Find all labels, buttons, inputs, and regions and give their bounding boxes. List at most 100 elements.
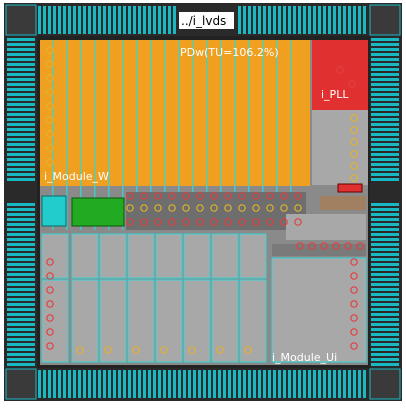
pin-marker	[140, 204, 148, 212]
cell-block-upper	[155, 233, 183, 279]
pin-marker	[216, 346, 224, 354]
pin-marker	[154, 218, 162, 226]
cell-block-lower	[211, 279, 239, 363]
pad-bottom	[158, 370, 161, 398]
pad-right	[371, 348, 399, 351]
pad-left	[7, 328, 35, 331]
pad-right	[371, 288, 399, 291]
cell-block-lower	[155, 279, 183, 363]
pad-left	[7, 218, 35, 221]
pad-left	[7, 158, 35, 161]
pin-marker	[344, 242, 352, 250]
pin-marker	[154, 204, 162, 212]
pad-left	[7, 163, 35, 166]
pad-right	[371, 53, 399, 56]
pad-left	[7, 283, 35, 286]
pad-top	[313, 6, 316, 34]
pad-left	[7, 38, 35, 41]
pin-marker	[350, 114, 358, 122]
pin-marker	[46, 130, 54, 138]
pin-marker	[126, 204, 134, 212]
pin-marker	[46, 300, 54, 308]
pad-top	[78, 6, 81, 34]
pad-right	[371, 238, 399, 241]
power-stripe	[122, 40, 124, 230]
pad-ring-right	[371, 38, 399, 366]
pad-right	[371, 328, 399, 331]
pad-right	[371, 208, 399, 211]
pin-marker	[280, 192, 288, 200]
pin-marker	[196, 192, 204, 200]
pad-bottom	[363, 370, 366, 398]
pad-top	[153, 6, 156, 34]
pad-bottom	[178, 370, 181, 398]
pad-left	[7, 98, 35, 101]
pad-left	[7, 128, 35, 131]
cell-block-lower	[71, 279, 99, 363]
pad-left	[7, 143, 35, 146]
pad-top	[298, 6, 301, 34]
pad-top	[348, 6, 351, 34]
pad-bottom	[278, 370, 281, 398]
pad-top	[328, 6, 331, 34]
pad-bottom	[343, 370, 346, 398]
power-stripe	[136, 40, 138, 230]
pin-marker	[132, 346, 140, 354]
corner-cell-bottom-right	[369, 368, 401, 400]
cell-block-upper	[71, 233, 99, 279]
pad-left	[7, 338, 35, 341]
right-gray-block	[312, 110, 368, 185]
pin-marker	[46, 158, 54, 166]
pad-left	[7, 243, 35, 246]
pad-bottom	[173, 370, 176, 398]
pad-left	[7, 178, 35, 181]
pad-right	[371, 218, 399, 221]
pin-marker	[224, 218, 232, 226]
pin-marker	[332, 242, 340, 250]
pin-marker	[160, 346, 168, 354]
cell-block-lower	[183, 279, 211, 363]
pad-top	[358, 6, 361, 34]
pad-bottom	[338, 370, 341, 398]
pad-right	[371, 73, 399, 76]
pad-left	[7, 278, 35, 281]
pad-bottom	[83, 370, 86, 398]
title-label: ../i_lvds	[181, 14, 226, 28]
pad-top	[283, 6, 286, 34]
pad-bottom	[288, 370, 291, 398]
pad-left	[7, 88, 35, 91]
brown-cell	[320, 196, 366, 210]
module-u-header	[272, 244, 366, 256]
pad-left	[7, 263, 35, 266]
pad-bottom	[238, 370, 241, 398]
pad-left	[7, 208, 35, 211]
pad-right	[371, 158, 399, 161]
pin-marker	[168, 218, 176, 226]
pin-marker	[294, 192, 302, 200]
pin-marker	[46, 314, 54, 322]
pad-top	[83, 6, 86, 34]
pad-left	[7, 358, 35, 361]
pad-bottom	[353, 370, 356, 398]
pin-marker	[154, 192, 162, 200]
pin-marker	[280, 218, 288, 226]
pad-bottom	[108, 370, 111, 398]
pin-marker	[210, 192, 218, 200]
cell-block-upper	[239, 233, 267, 279]
pad-left	[7, 58, 35, 61]
cell-block-upper	[41, 233, 69, 279]
pad-bottom	[63, 370, 66, 398]
pad-left	[7, 78, 35, 81]
pad-top	[333, 6, 336, 34]
pin-marker	[350, 162, 358, 170]
pad-right	[371, 353, 399, 356]
pin-marker	[126, 218, 134, 226]
pad-bottom	[53, 370, 56, 398]
pin-marker	[350, 174, 358, 182]
pad-bottom	[68, 370, 71, 398]
pad-right	[371, 93, 399, 96]
pad-left	[7, 153, 35, 156]
pin-marker	[46, 102, 54, 110]
pin-marker	[46, 144, 54, 152]
